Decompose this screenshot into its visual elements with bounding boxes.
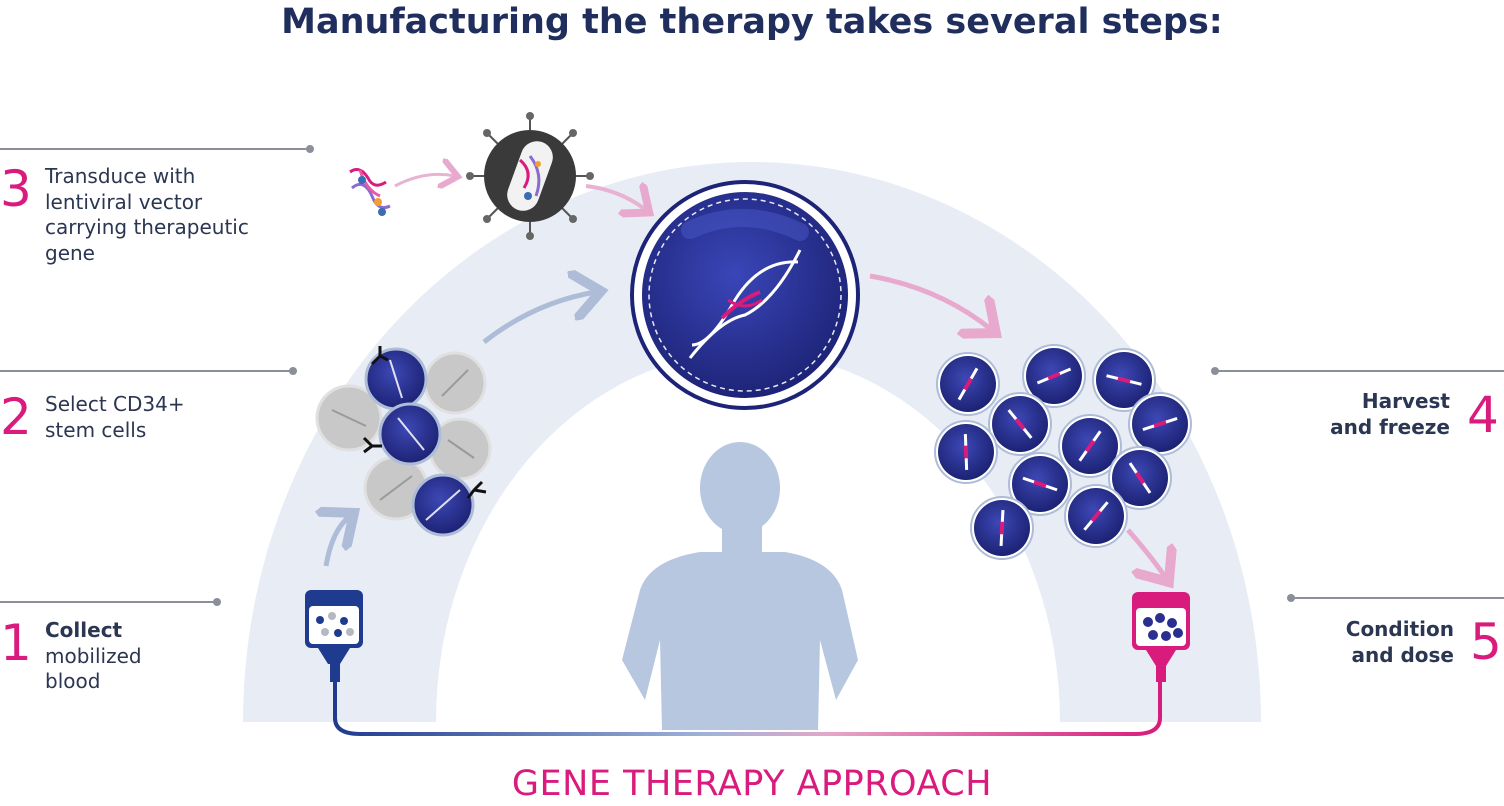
step4-number: 4: [1467, 390, 1499, 440]
step2-leader-line: [0, 370, 292, 372]
step4-label: Harvest and freeze: [1250, 389, 1450, 440]
transduced-stem-cell: [632, 182, 858, 408]
step3-label-line: lentiviral vector: [45, 190, 305, 216]
step5-number: 5: [1470, 617, 1502, 667]
step5-label-line: and dose: [1254, 643, 1454, 669]
step4-leader-line: [1216, 370, 1504, 372]
step3-number: 3: [0, 164, 32, 214]
approach-title: GENE THERAPY APPROACH: [0, 762, 1504, 806]
arrow-vector-to-virus: [395, 174, 455, 186]
step1-label-line: mobilized: [45, 644, 245, 670]
step2-number: 2: [0, 392, 32, 442]
step4-label-line: and freeze: [1250, 415, 1450, 441]
step3-label-line: carrying therapeutic: [45, 215, 305, 241]
vector-rna-strands: [350, 170, 390, 216]
therapeutic-gene-segment: [1002, 522, 1003, 535]
step1-leader-dot: [213, 598, 221, 606]
lentivirus-particle: [466, 112, 594, 240]
step1-label-line: blood: [45, 669, 245, 695]
step1-label-line: Collect: [45, 618, 245, 644]
step1-number: 1: [0, 618, 32, 668]
step2-label: Select CD34+ stem cells: [45, 392, 265, 443]
step2-leader-dot: [289, 367, 297, 375]
step3-leader-line: [0, 148, 310, 150]
step5-label: Condition and dose: [1254, 617, 1454, 668]
step2-label-line: Select CD34+: [45, 392, 265, 418]
step3-leader-dot: [306, 145, 314, 153]
step3-label: Transduce with lentiviral vector carryin…: [45, 164, 305, 266]
patient-silhouette: [622, 442, 858, 730]
step3-label-line: gene: [45, 241, 305, 267]
step5-label-line: Condition: [1254, 617, 1454, 643]
step3-label-line: Transduce with: [45, 164, 305, 190]
step4-leader-dot: [1211, 367, 1219, 375]
step5-leader-dot: [1287, 594, 1295, 602]
step1-label: Collect mobilized blood: [45, 618, 245, 695]
step5-leader-line: [1292, 597, 1504, 599]
step4-label-line: Harvest: [1250, 389, 1450, 415]
step2-label-line: stem cells: [45, 418, 265, 444]
step1-leader-line: [0, 601, 216, 603]
